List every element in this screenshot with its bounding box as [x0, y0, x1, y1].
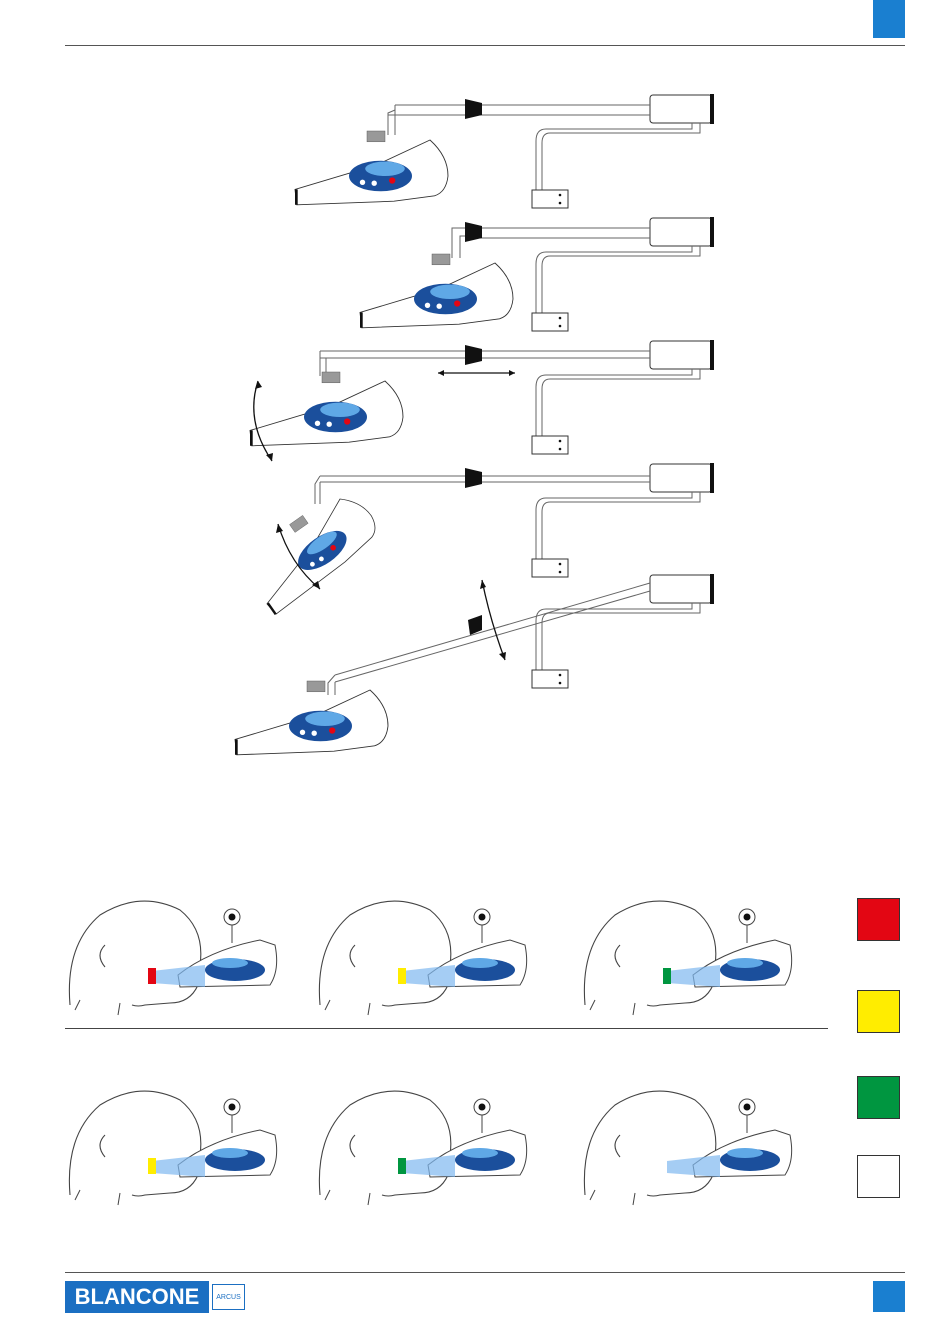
position-illustration-1	[69, 901, 276, 1015]
section-divider	[65, 1028, 828, 1029]
brand-name: BLANCONE	[65, 1281, 209, 1313]
arm-position-1	[295, 94, 714, 208]
arm-position-3	[250, 340, 714, 461]
position-illustration-4	[69, 1091, 276, 1205]
swatch-white	[857, 1155, 900, 1198]
brand-logo: BLANCONE ARCUS	[65, 1281, 245, 1313]
top-rule	[65, 45, 905, 46]
position-illustration-6	[584, 1091, 791, 1205]
arm-position-4	[237, 463, 714, 615]
brand-sub: ARCUS	[212, 1284, 245, 1310]
arm-position-5	[235, 574, 714, 755]
swatch-green	[857, 1076, 900, 1119]
bottom-rule	[65, 1272, 905, 1273]
page-tab-bottom	[873, 1281, 905, 1312]
position-illustration-3	[584, 901, 791, 1015]
page-tab-top	[873, 0, 905, 38]
position-illustration-2	[319, 901, 526, 1015]
swatch-red	[857, 898, 900, 941]
positioning-illustrations	[60, 875, 840, 1225]
arm-articulation-diagram	[220, 85, 740, 785]
position-illustration-5	[319, 1091, 526, 1205]
arm-position-2	[360, 217, 714, 331]
swatch-yellow	[857, 990, 900, 1033]
